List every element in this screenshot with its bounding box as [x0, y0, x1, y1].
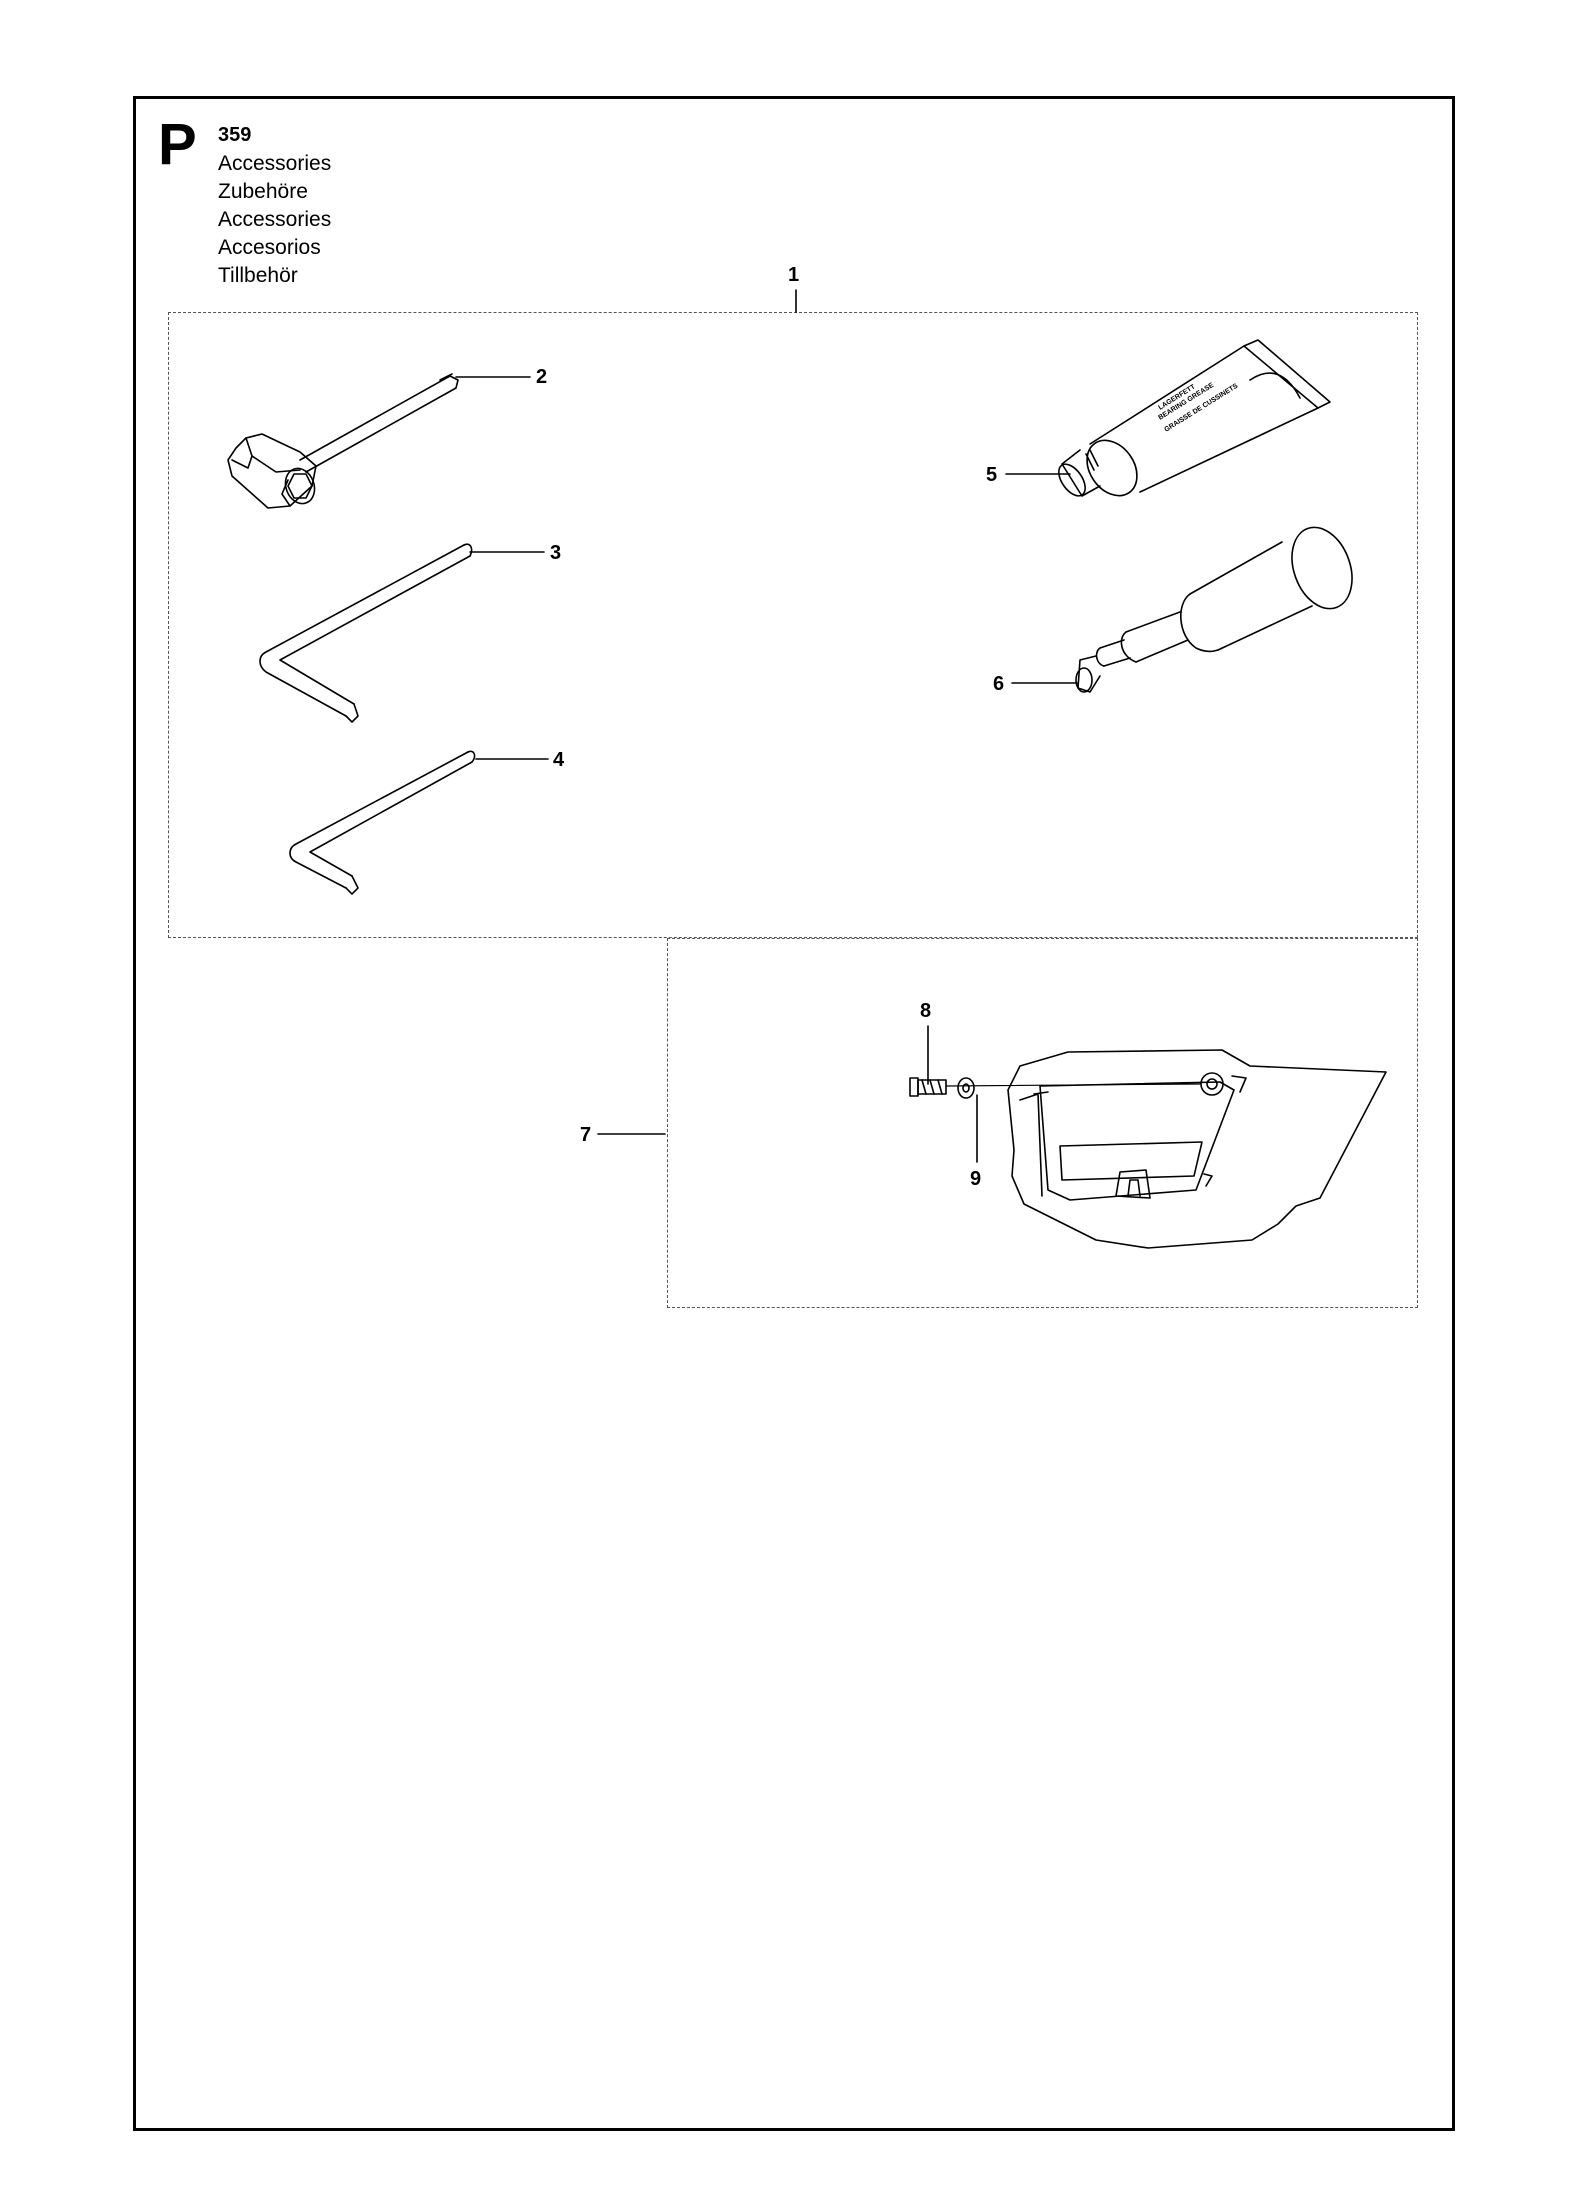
title-es: Accesorios [218, 236, 321, 259]
alignment-line [945, 1083, 1201, 1087]
screw-icon [909, 1077, 947, 1097]
callout-4: 4 [553, 749, 565, 771]
callout-7: 7 [580, 1124, 592, 1146]
callout-1: 1 [788, 264, 800, 286]
callout-3: 3 [550, 542, 562, 564]
callout-2: 2 [536, 366, 548, 388]
combination-spanner-icon [227, 373, 459, 509]
hex-key-short-icon [289, 750, 476, 895]
callout-6: 6 [993, 673, 1005, 695]
title-sv: Tillbehör [218, 264, 298, 287]
callout-8: 8 [920, 1000, 932, 1022]
title-de: Zubehöre [218, 180, 308, 203]
grease-tube-icon [1058, 339, 1331, 497]
callout-5: 5 [986, 464, 998, 486]
section-letter: P [158, 112, 197, 177]
grease-gun-adapter-icon [1075, 526, 1353, 693]
cover-group-box [667, 938, 1418, 1308]
title-block: Accessories Zubehöre Accessories Accesor… [218, 150, 331, 290]
model-number: 359 [218, 124, 252, 146]
hex-key-long-icon [259, 543, 473, 723]
title-fr: Accessories [218, 208, 332, 231]
callout-9: 9 [970, 1168, 982, 1190]
kit-group-box [168, 312, 1418, 938]
washer-icon [957, 1077, 975, 1099]
title-en: Accessories [218, 152, 332, 175]
page-frame [133, 96, 1455, 2131]
cover-guard-icon [1007, 1049, 1387, 1249]
